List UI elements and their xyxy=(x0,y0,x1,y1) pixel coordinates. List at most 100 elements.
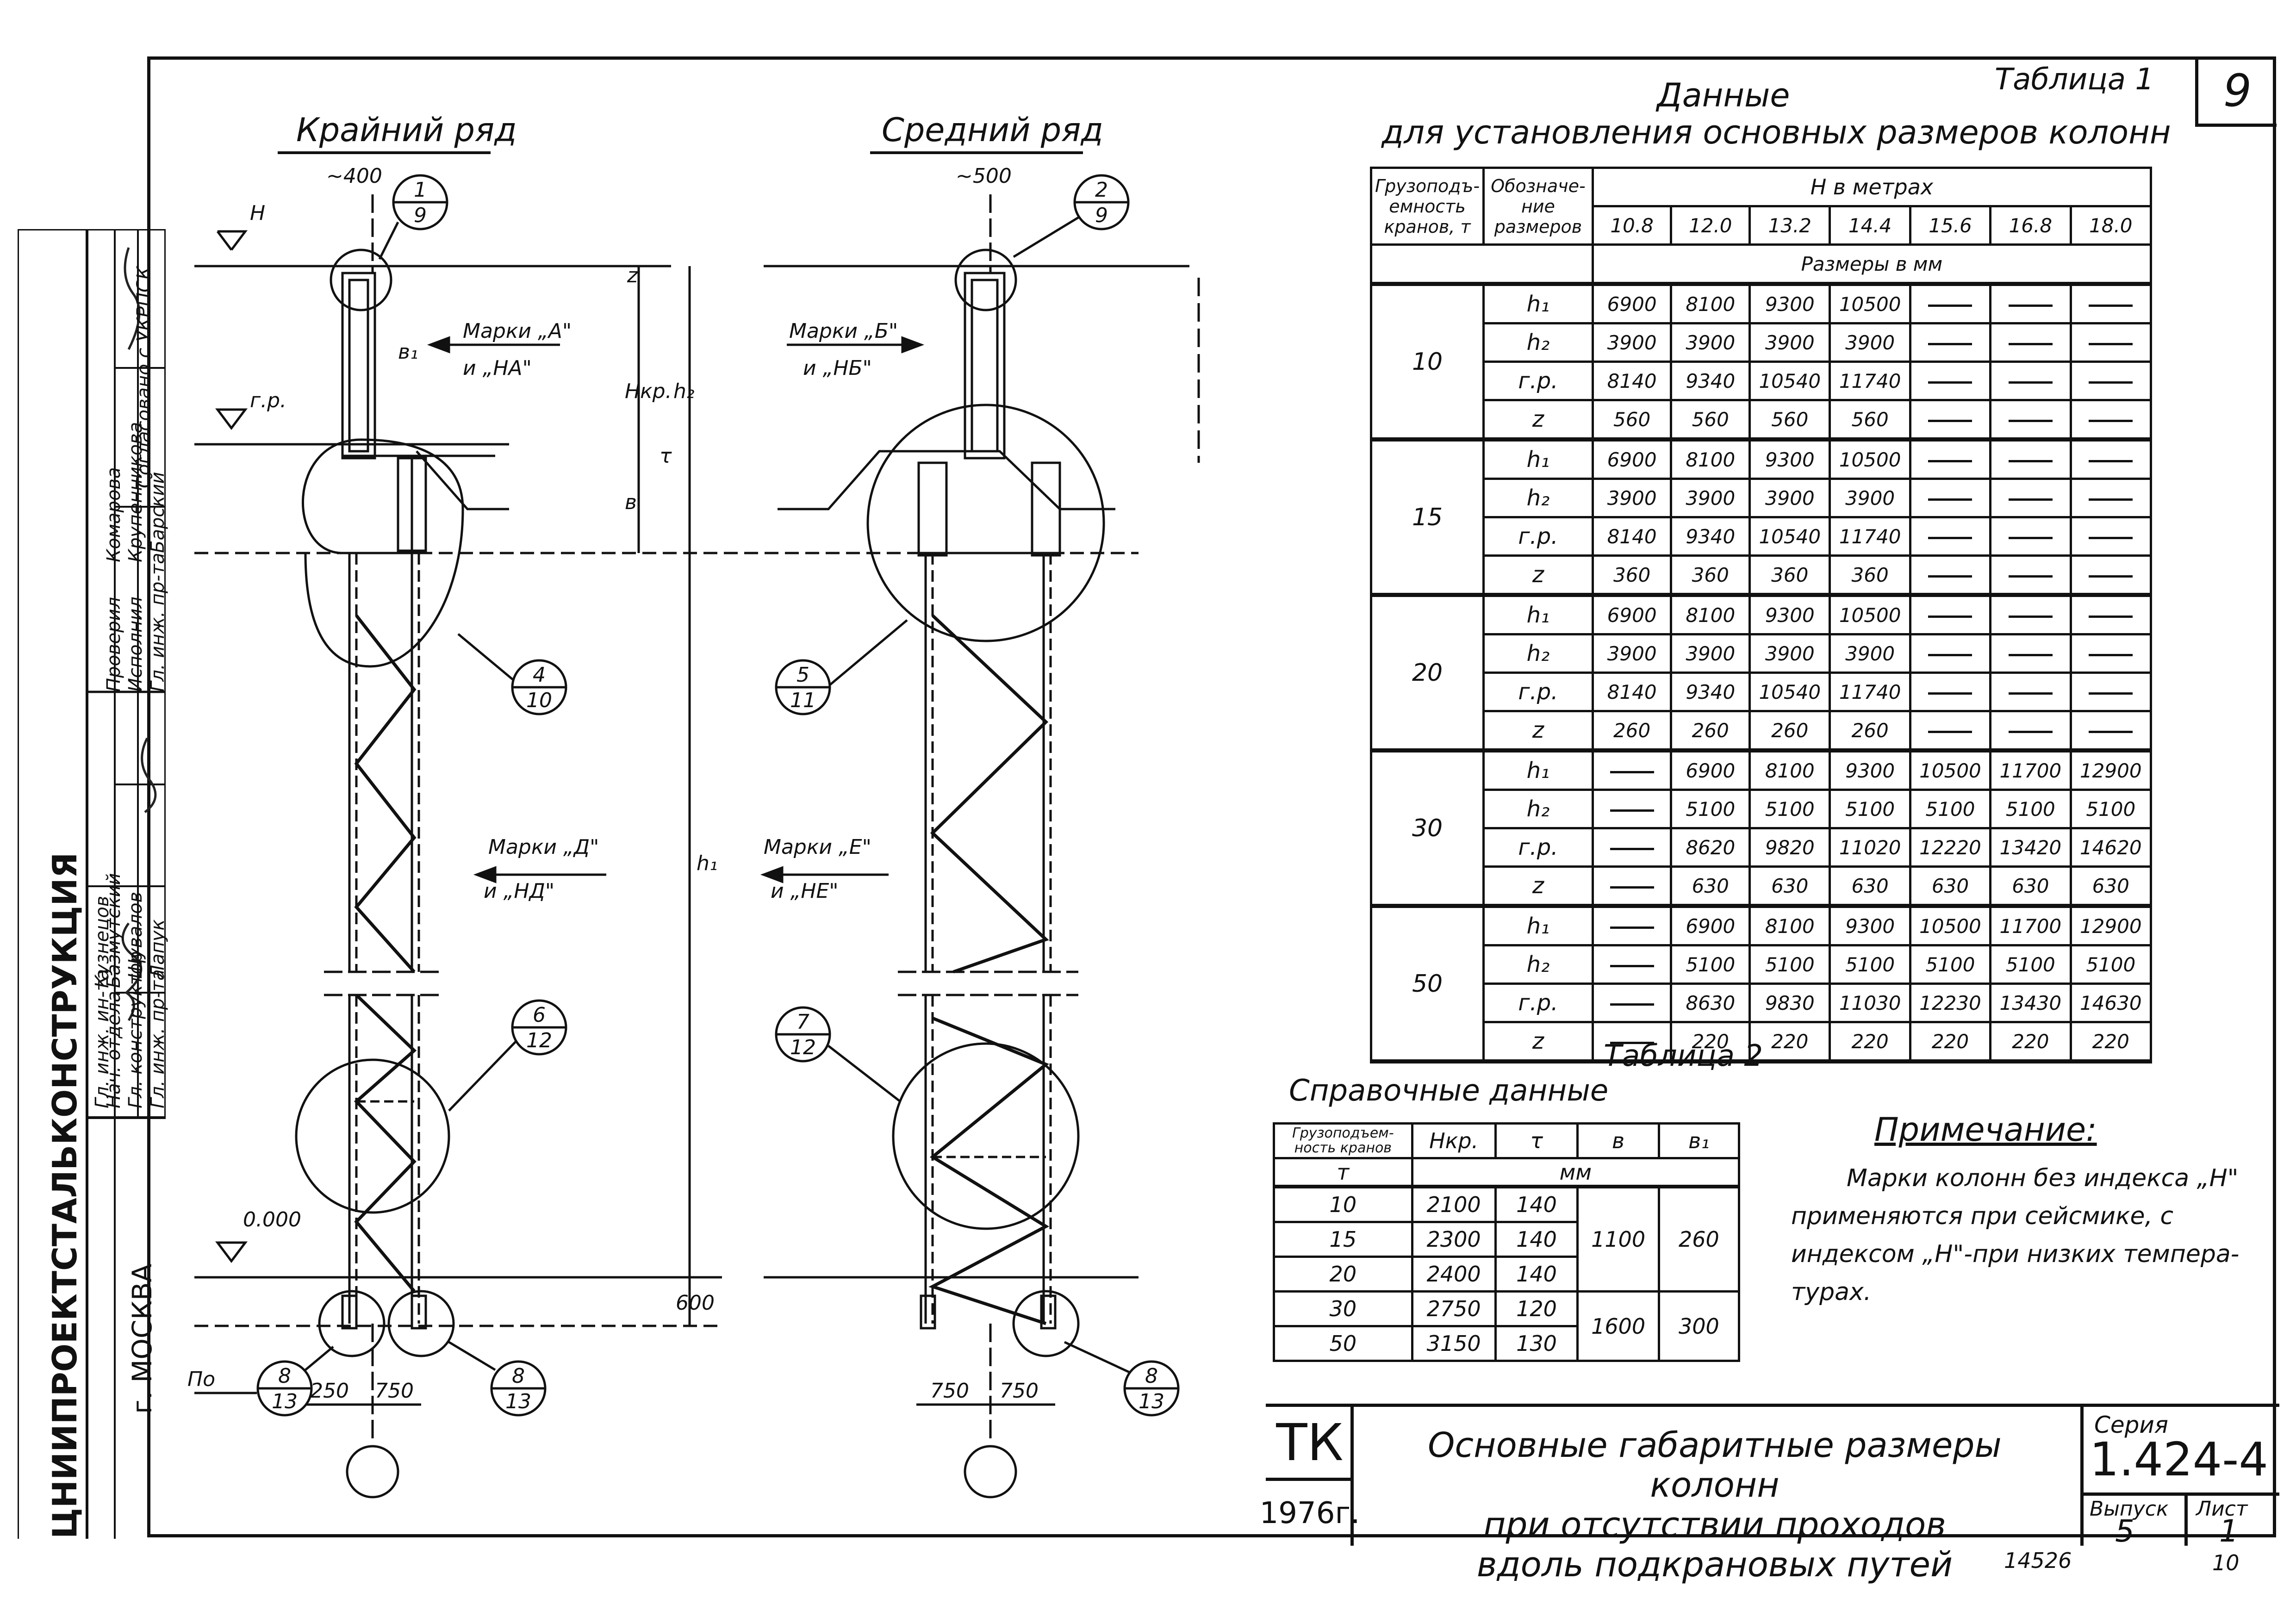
table1-cell: 5100 xyxy=(1670,789,1751,829)
table1-cell: 560 xyxy=(1591,399,1673,442)
bottom-750: 750 xyxy=(375,1379,414,1403)
table1-cell: 5100 xyxy=(1829,789,1911,829)
note-line: применяются при сейсмике, с xyxy=(1791,1202,2174,1230)
table1-cell xyxy=(1909,399,1992,442)
table1-cell: 360 xyxy=(1670,554,1751,597)
approval-stamp: ЦНИИПРОЕКТСТАЛЬКОНСТРУКЦИЯ г. МОСКВА Гл.… xyxy=(18,229,168,1539)
table1-cell: 11740 xyxy=(1829,361,1911,401)
table1-cell: 5100 xyxy=(2069,789,2153,829)
table1-cell: 260 xyxy=(1829,710,1911,752)
table1-cell-dash xyxy=(1610,886,1654,889)
table1-cell xyxy=(2069,283,2153,324)
table1-cell: 220 xyxy=(2069,1021,2153,1063)
table1-row-label: h₂ xyxy=(1482,478,1594,518)
table1-cell xyxy=(1989,361,2072,401)
table1-cell xyxy=(1989,438,2072,480)
table1-cell-dash xyxy=(2089,653,2133,656)
table1-height-header: 10.8 xyxy=(1591,205,1673,246)
tb-series: 1.424-4 xyxy=(2090,1432,2268,1486)
table1-cell-dash xyxy=(1928,730,1972,733)
title-block: ТК 1976г. Основные габаритные размеры ко… xyxy=(1260,1404,2279,1585)
level-H: Н xyxy=(250,201,265,225)
table1-head-capacity: Грузоподъ-емность кранов, т xyxy=(1369,167,1485,246)
table1-cell xyxy=(2069,710,2153,752)
table1-cell xyxy=(2069,554,2153,597)
callout-num: 6 xyxy=(533,1003,546,1027)
table1-cell: 5100 xyxy=(1989,944,2072,985)
table1-cell: 630 xyxy=(1989,865,2072,908)
table1-cell: 3900 xyxy=(1670,322,1751,363)
table1-cell: 630 xyxy=(1909,865,1992,908)
table1-caption: Таблица 1 xyxy=(1995,62,2154,97)
marks-bottom-middle-2: и „НЕ" xyxy=(771,879,839,903)
table1-cell: 11030 xyxy=(1829,983,1911,1023)
table1-cell-dash xyxy=(2089,381,2133,384)
table1-cell: 12220 xyxy=(1909,827,1992,868)
table1-cell-dash xyxy=(2008,342,2053,345)
table2-cell: 130 xyxy=(1494,1325,1579,1362)
table1-cell: 10540 xyxy=(1748,361,1831,401)
table1-cell xyxy=(1909,322,1992,363)
table1-cell-dash xyxy=(1610,1041,1654,1044)
table1-cell: 10540 xyxy=(1748,672,1831,712)
table1-cell: 13420 xyxy=(1989,827,2072,868)
dim-b1: в₁ xyxy=(398,340,418,364)
table1-cell-dash xyxy=(2008,304,2053,307)
table1-cell: 5100 xyxy=(2069,944,2153,985)
marks-top-middle: Марки „Б" xyxy=(789,319,898,343)
table1-row-label: h₁ xyxy=(1482,283,1594,324)
table1-row-label: г.р. xyxy=(1482,672,1594,712)
table1-cell: 560 xyxy=(1670,399,1751,442)
table2: Грузоподъем-ность кранов Нкр. τ в в₁ т м… xyxy=(1273,1122,1741,1362)
table1-cell: 12900 xyxy=(2069,905,2153,946)
page-number: 9 xyxy=(2195,57,2277,127)
table1-cell-dash xyxy=(1928,653,1972,656)
table1-cell: 630 xyxy=(2069,865,2153,908)
table2-cell: 30 xyxy=(1273,1290,1413,1327)
table1-cell: 9300 xyxy=(1829,749,1911,791)
table1-cell xyxy=(2069,478,2153,518)
table1-cell xyxy=(1591,827,1673,868)
table1-cell: 8100 xyxy=(1670,438,1751,480)
dim-b: в xyxy=(625,491,637,514)
table2-b: 1600 xyxy=(1576,1290,1660,1362)
table1-cell xyxy=(1909,594,1992,635)
bottom-750a: 750 xyxy=(930,1379,969,1403)
tb-issue-label: Выпуск xyxy=(2090,1497,2169,1521)
table2-cell: 50 xyxy=(1273,1325,1413,1362)
table1-cell: 560 xyxy=(1748,399,1831,442)
table1-cell-dash xyxy=(2008,498,2053,501)
table1-cell-dash xyxy=(1610,964,1654,967)
left-title: Крайний ряд xyxy=(296,111,516,149)
callout-den: 9 xyxy=(1095,204,1108,227)
tb-issue: 5 xyxy=(2115,1513,2134,1549)
table1-cell-dash xyxy=(2008,692,2053,695)
table1-row-label: h₁ xyxy=(1482,594,1594,635)
table2-caption: Таблица 2 xyxy=(1604,1039,1763,1073)
callout-den: 13 xyxy=(272,1390,298,1413)
table1-cell-dash xyxy=(2089,730,2133,733)
table1-cell-dash xyxy=(2089,419,2133,422)
table1-cell xyxy=(2069,594,2153,635)
table1-cell-dash xyxy=(1610,809,1654,812)
callout-num: 8 xyxy=(1145,1364,1158,1388)
table1-cell: 220 xyxy=(1829,1021,1911,1063)
table1-row-label: h₂ xyxy=(1482,789,1594,829)
table2-cell: 140 xyxy=(1494,1185,1579,1223)
table1-cell xyxy=(2069,672,2153,712)
table1-cell: 260 xyxy=(1591,710,1673,752)
table1-cell: 360 xyxy=(1829,554,1911,597)
table2-cell: 10 xyxy=(1273,1185,1413,1223)
table1-cell: 10500 xyxy=(1829,438,1911,480)
table1-cell: 220 xyxy=(1748,1021,1831,1063)
table1-cell xyxy=(1989,399,2072,442)
table1-cell: 3900 xyxy=(1591,322,1673,363)
tb-title-line: при отсутствии проходов xyxy=(1483,1505,1946,1545)
table1: Грузоподъ-емность кранов, т Обозначе-ние… xyxy=(1369,167,2153,1063)
table1-cell-dash xyxy=(2008,419,2053,422)
